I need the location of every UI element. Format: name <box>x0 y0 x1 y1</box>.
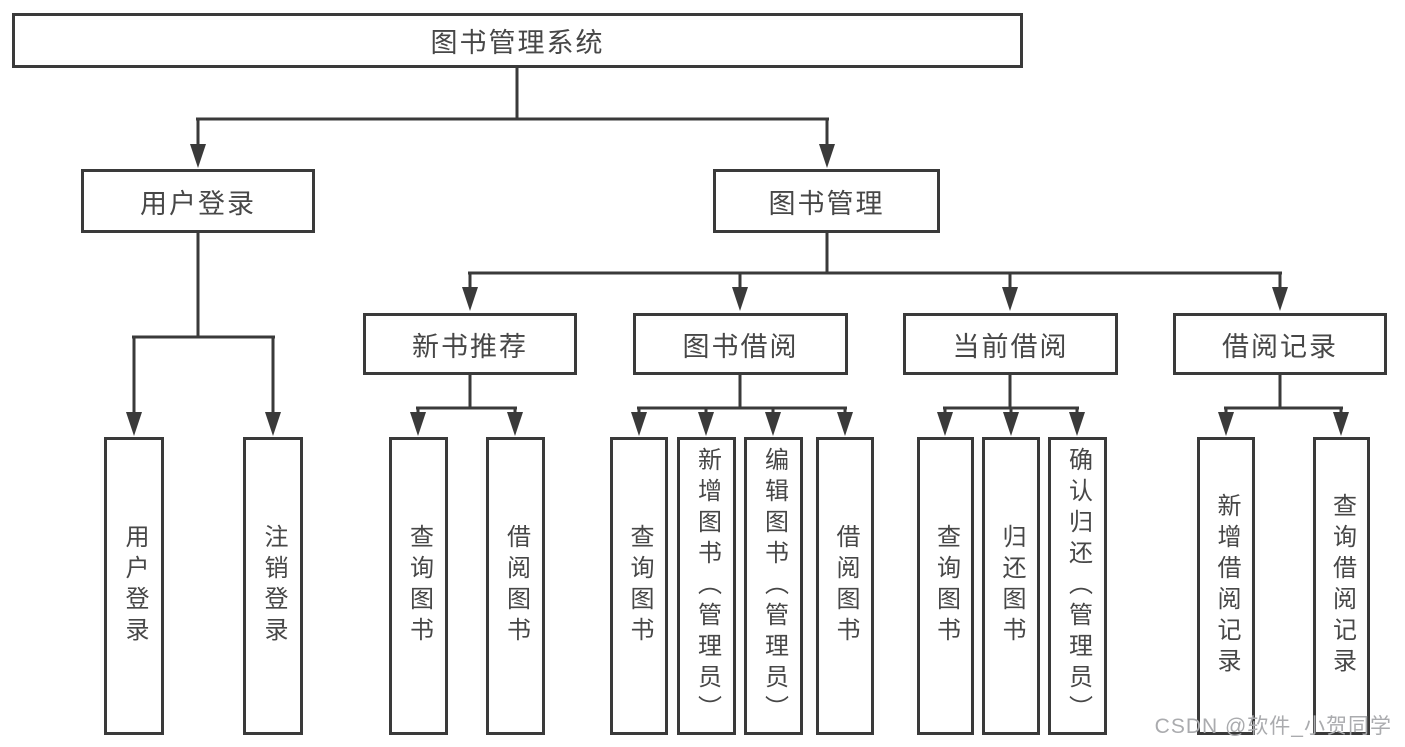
node-borrow-books-recommend: 借阅图书 <box>486 437 545 735</box>
node-label: 新增图书（管理员） <box>693 446 721 726</box>
arrowhead <box>190 144 206 168</box>
node-book-borrowing: 图书借阅 <box>633 313 848 375</box>
arrowhead <box>765 412 781 436</box>
node-return-books: 归还图书 <box>982 437 1040 735</box>
connector-book-borrow-to-children <box>637 375 847 414</box>
arrowhead <box>507 412 523 436</box>
node-label: 编辑图书（管理员） <box>760 446 788 726</box>
connector-new-book-rec-to-children <box>416 375 517 414</box>
arrowhead <box>1002 287 1018 311</box>
node-label: 查询借阅记录 <box>1328 493 1356 679</box>
arrowhead <box>837 412 853 436</box>
node-user-login-group: 用户登录 <box>81 169 315 233</box>
node-label: 确认归还（管理员） <box>1064 446 1092 726</box>
connector-user-login-group-to-children <box>132 233 275 414</box>
arrowhead <box>265 412 281 436</box>
node-label: 新增借阅记录 <box>1213 493 1240 679</box>
node-label: 借阅记录 <box>1222 331 1338 362</box>
node-label: 新书推荐 <box>412 331 528 362</box>
arrowhead <box>410 412 426 436</box>
node-library-system: 图书管理系统 <box>12 13 1023 68</box>
node-logout: 注销登录 <box>243 437 303 735</box>
node-label: 用户登录 <box>121 524 148 648</box>
node-query-books-current: 查询图书 <box>917 437 974 735</box>
connector-book-mgmt-to-level3 <box>468 233 1282 289</box>
arrowhead <box>1069 412 1085 436</box>
node-label: 注销登录 <box>260 524 287 648</box>
node-label: 用户登录 <box>140 188 256 219</box>
arrowhead <box>1333 412 1349 436</box>
node-label: 图书管理系统 <box>430 28 605 58</box>
node-borrow-books: 借阅图书 <box>816 437 874 735</box>
arrowhead <box>1272 287 1288 311</box>
node-query-books-borrowing: 查询图书 <box>610 437 668 735</box>
node-label: 借阅图书 <box>832 524 859 648</box>
connector-borrow-records-to-children <box>1224 375 1343 414</box>
arrowheads <box>126 144 1349 436</box>
connector-root-to-level2 <box>196 68 829 146</box>
arrowhead <box>732 287 748 311</box>
connector-current-borrow-to-children <box>943 375 1079 414</box>
node-label: 图书管理 <box>768 188 885 219</box>
arrowhead <box>126 412 142 436</box>
node-current-borrowing: 当前借阅 <box>903 313 1118 375</box>
node-label: 查询图书 <box>405 524 433 648</box>
arrowhead <box>631 412 647 436</box>
node-borrowing-records: 借阅记录 <box>1173 313 1387 375</box>
csdn-watermark: CSDN @软件_小贺同学 <box>1154 715 1392 738</box>
arrowhead <box>698 412 714 436</box>
node-add-borrow-record: 新增借阅记录 <box>1197 437 1255 735</box>
node-label: 查询图书 <box>932 524 960 648</box>
arrowhead <box>1218 412 1234 436</box>
node-new-book-recommend: 新书推荐 <box>363 313 577 375</box>
node-confirm-return-admin: 确认归还（管理员） <box>1048 437 1107 735</box>
node-query-books-recommend: 查询图书 <box>389 437 448 735</box>
node-label: 归还图书 <box>998 524 1025 648</box>
node-label: 当前借阅 <box>952 331 1069 362</box>
arrowhead <box>937 412 953 436</box>
node-label: 借阅图书 <box>502 524 530 648</box>
arrowhead <box>462 287 478 311</box>
arrowhead <box>819 144 835 168</box>
node-label: 查询图书 <box>626 524 653 648</box>
node-user-login: 用户登录 <box>104 437 164 735</box>
node-query-borrow-record: 查询借阅记录 <box>1313 437 1370 735</box>
node-label: 图书借阅 <box>682 331 799 362</box>
arrowhead <box>1003 412 1019 436</box>
node-book-management: 图书管理 <box>713 169 940 233</box>
node-add-books-admin: 新增图书（管理员） <box>677 437 736 735</box>
node-edit-books-admin: 编辑图书（管理员） <box>744 437 803 735</box>
